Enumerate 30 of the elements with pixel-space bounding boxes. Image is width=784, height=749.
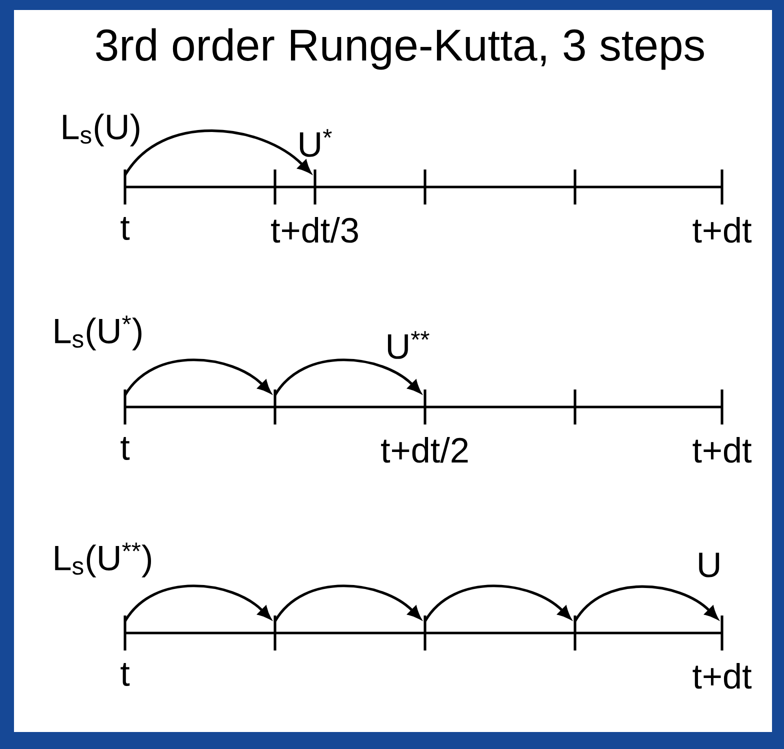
arc-arrow	[424, 584, 571, 622]
step-label: L$_{s}$(U$^{*}$)	[55, 316, 142, 350]
arc-arrow	[124, 358, 271, 396]
tick-label: t+dt	[692, 216, 752, 243]
arc-arrow	[574, 585, 718, 622]
tick-label: t+dt	[692, 662, 752, 689]
tick-mark	[274, 616, 276, 650]
title: 3rd order Runge-Kutta, 3 steps	[96, 28, 704, 70]
step-label: L$_{s}$(U$^{**}$)	[55, 542, 151, 578]
arc-arrow	[274, 358, 421, 396]
tick-label: t+dt	[692, 436, 752, 463]
tick-mark	[424, 616, 426, 650]
tick-mark	[274, 170, 276, 204]
step-label: U	[699, 552, 720, 578]
tick-label: t	[120, 216, 130, 240]
tick-label: t+dt/3	[271, 216, 358, 243]
tick-mark	[574, 616, 576, 650]
tick-label: t+dt/2	[381, 436, 468, 463]
tick-label: t	[120, 436, 130, 460]
arc-arrow	[124, 129, 311, 176]
step-label: L$_{s}$(U)	[63, 114, 140, 146]
step-label: U$^{*}$	[300, 129, 332, 157]
tick-mark	[424, 170, 426, 204]
tick-mark	[574, 170, 576, 204]
step-label: U$^{**}$	[388, 331, 430, 359]
tick-mark	[574, 390, 576, 424]
arc-arrow	[274, 584, 421, 622]
tick-mark	[274, 390, 276, 424]
arc-arrow	[124, 584, 271, 622]
tick-label: t	[120, 662, 130, 686]
